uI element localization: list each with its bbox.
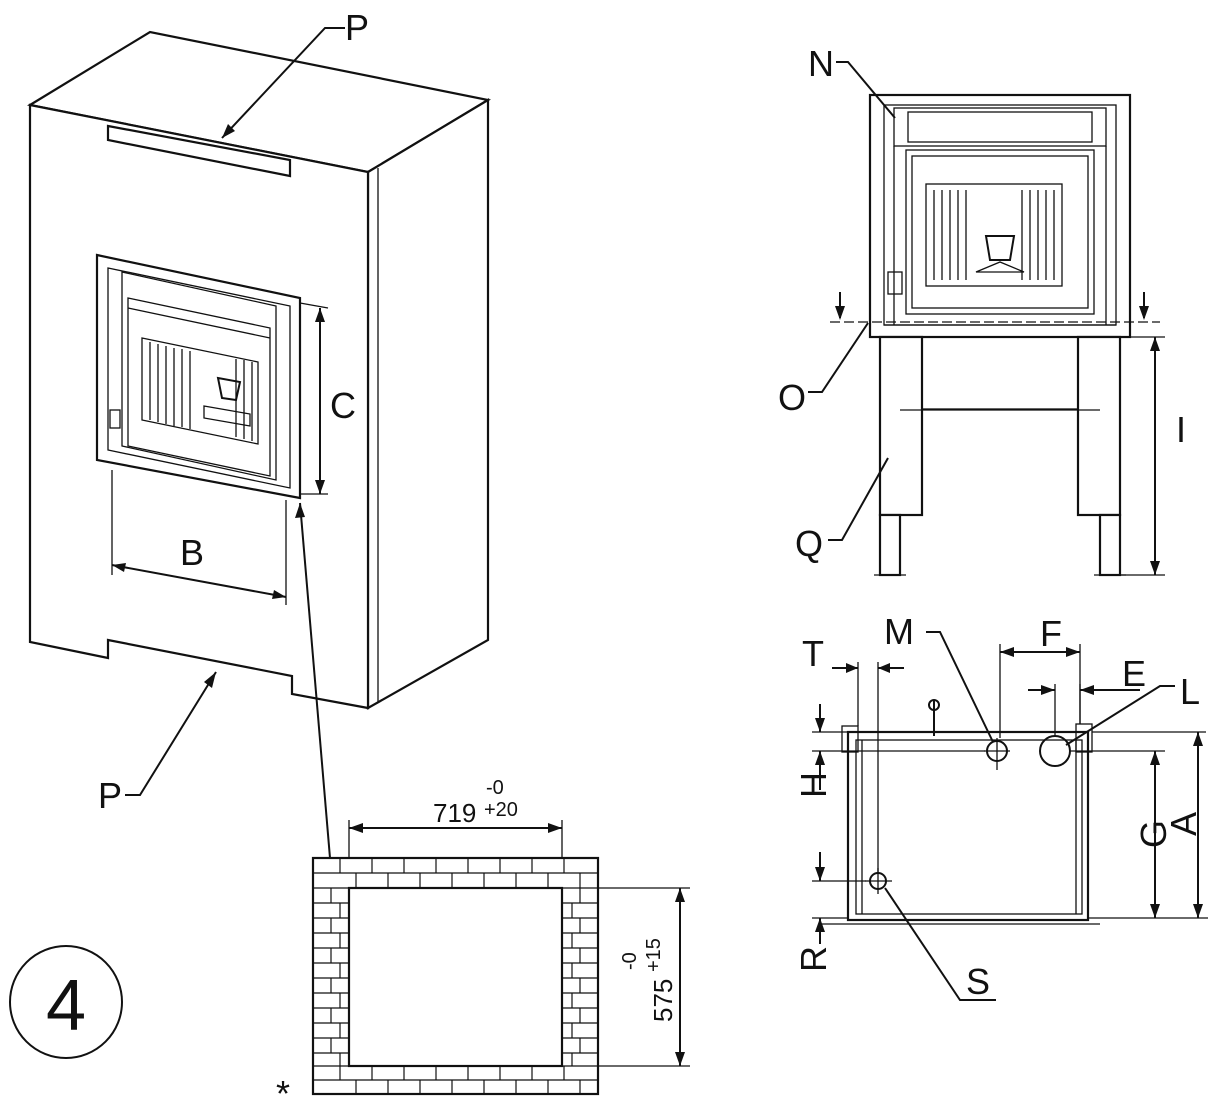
label-f: F (1040, 613, 1062, 654)
label-i: I (1176, 409, 1186, 450)
front-grate (933, 190, 1055, 280)
front-burn-pot-icon (984, 235, 1016, 261)
opening-width-tol-plus: +20 (484, 799, 518, 821)
top-view: T F E M L H R (793, 611, 1208, 1002)
dimension-b: B (111, 470, 287, 605)
front-control-icon (887, 271, 903, 295)
front-view: I N O Q (778, 43, 1186, 577)
label-l: L (1180, 671, 1200, 712)
opening-height-tol-minus: -0 (619, 952, 641, 970)
stand (874, 335, 1126, 577)
label-q: Q (795, 523, 823, 564)
label-b: B (180, 532, 204, 573)
label-s: S (966, 961, 990, 1002)
label-r: R (793, 946, 834, 972)
label-e: E (1122, 653, 1146, 694)
figure-number-badge: 4 (9, 945, 123, 1059)
opening-width: 719 (433, 798, 476, 828)
asterisk-note: * (276, 1073, 290, 1106)
callout-p-bottom: P (98, 671, 217, 816)
opening-width-tol-minus: -0 (486, 777, 504, 799)
label-p-bottom: P (98, 775, 122, 816)
brick-pattern (313, 858, 598, 1094)
label-m: M (884, 611, 914, 652)
wall-opening: 719 -0 +20 575 -0 +15 (311, 777, 690, 1096)
dimension-c: C (299, 302, 356, 495)
callout-p-top: P (221, 7, 369, 139)
opening-height-tol-plus: +15 (643, 938, 665, 972)
label-c: C (330, 385, 356, 426)
label-o: O (778, 377, 806, 418)
label-h: H (793, 772, 834, 798)
opening-height: 575 (648, 979, 678, 1022)
label-n: N (808, 43, 834, 84)
label-p-top: P (345, 7, 369, 48)
fireplace-insert (95, 253, 302, 500)
burn-pot-icon (216, 376, 242, 402)
label-g: G (1133, 820, 1174, 848)
label-t: T (802, 633, 824, 674)
label-a: A (1163, 812, 1204, 836)
control-panel-icon (109, 409, 121, 429)
figure-number: 4 (46, 966, 86, 1046)
leader-opening (299, 502, 331, 859)
